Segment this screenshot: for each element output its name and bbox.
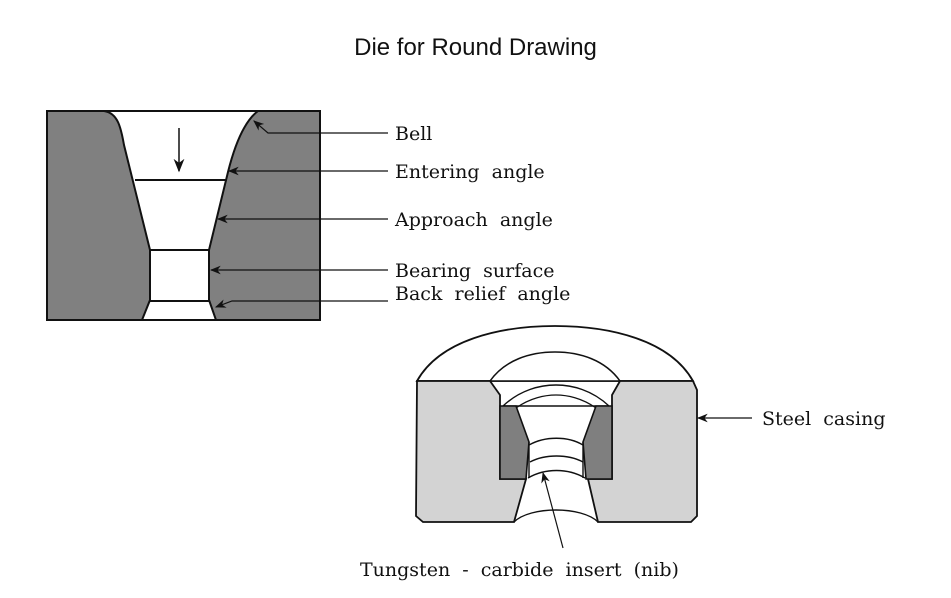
bore-ring-1 — [528, 437, 584, 446]
label-back-relief-angle: Back relief angle — [395, 283, 570, 305]
label-tungsten-carbide-insert: Tungsten - carbide insert (nib) — [360, 559, 679, 581]
die-cross-section: Bell Entering angle Approach angle Beari… — [46, 110, 570, 321]
label-entering-angle: Entering angle — [395, 161, 545, 183]
label-bell: Bell — [395, 123, 432, 145]
die-opening — [103, 110, 261, 321]
bore-ring-3 — [527, 469, 586, 479]
label-bearing-surface: Bearing surface — [395, 260, 555, 282]
nib-left — [499, 405, 530, 480]
die-assembly: Steel casing Tungsten - carbide insert (… — [360, 325, 886, 581]
bell-leader — [253, 120, 388, 134]
casing-inner-recess — [488, 351, 622, 382]
nib-top-ring-inner — [515, 394, 597, 409]
back-relief-angle-leader — [214, 299, 388, 308]
bore-bottom — [513, 509, 599, 523]
label-approach-angle: Approach angle — [394, 209, 553, 231]
nib-right — [582, 405, 613, 480]
label-steel-casing: Steel casing — [762, 408, 886, 430]
diagram-title: Die for Round Drawing — [354, 34, 597, 61]
nib-leader — [541, 471, 564, 549]
bore-ring-2 — [529, 455, 584, 463]
